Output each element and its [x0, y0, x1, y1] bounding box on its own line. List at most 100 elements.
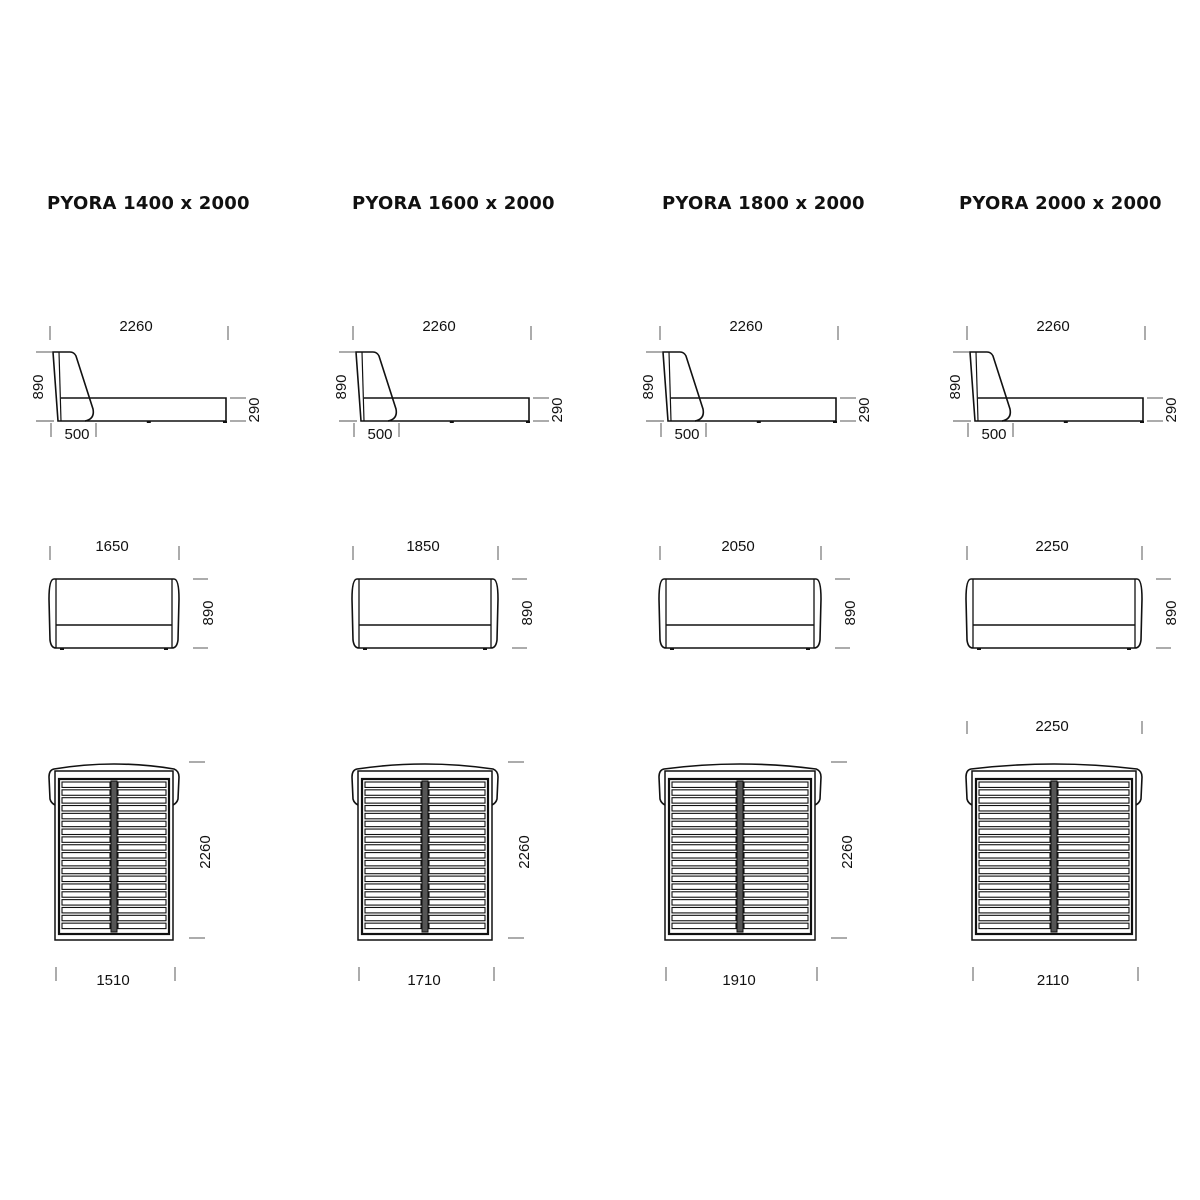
slat — [364, 906, 422, 914]
slat — [1057, 891, 1130, 898]
dimension-label: 2110 — [1037, 972, 1069, 989]
slat — [364, 781, 422, 788]
front-outline — [658, 578, 822, 649]
slat — [61, 781, 111, 788]
headboard-inner-line — [361, 351, 365, 422]
slat — [1057, 828, 1130, 836]
slat — [743, 804, 809, 812]
dimension-label: 890 — [947, 374, 964, 399]
dimension-label: 2250 — [1035, 718, 1068, 735]
dimension-label: 500 — [674, 426, 699, 443]
slat — [428, 789, 486, 796]
slat — [364, 914, 422, 922]
slat — [978, 804, 1051, 812]
slat — [428, 828, 486, 836]
slat — [671, 836, 737, 843]
slat — [117, 891, 167, 898]
dimension-label: 1510 — [96, 972, 129, 989]
slat — [978, 852, 1051, 859]
frame-outline — [671, 397, 837, 422]
slat — [364, 789, 422, 796]
slat — [61, 867, 111, 875]
foot — [363, 648, 367, 650]
model-title: PYORA 1400 x 2000 — [47, 193, 250, 214]
slat — [671, 804, 737, 812]
dimension-label: 500 — [64, 426, 89, 443]
slat — [1057, 867, 1130, 875]
slat — [61, 844, 111, 851]
slat — [364, 922, 422, 930]
slat — [61, 875, 111, 883]
slat — [978, 875, 1051, 883]
slat — [428, 859, 486, 867]
slat — [117, 859, 167, 867]
center-support-bar — [110, 780, 118, 933]
slat — [364, 804, 422, 812]
slat — [978, 789, 1051, 796]
slat — [117, 789, 167, 796]
slat — [117, 781, 167, 788]
dimension-label: 890 — [200, 600, 217, 625]
slat — [978, 836, 1051, 843]
slat — [61, 883, 111, 890]
slat — [1057, 906, 1130, 914]
dimension-label: 890 — [30, 374, 47, 399]
slat — [743, 852, 809, 859]
slat — [117, 852, 167, 859]
slat — [364, 852, 422, 859]
front-outline — [351, 578, 499, 649]
slat — [978, 883, 1051, 890]
slat — [364, 828, 422, 836]
dimension-label: 290 — [549, 397, 566, 422]
slat — [428, 906, 486, 914]
slat — [743, 922, 809, 930]
slat — [428, 891, 486, 898]
slat — [978, 812, 1051, 820]
slat — [117, 922, 167, 930]
slat — [1057, 812, 1130, 820]
slat — [743, 789, 809, 796]
model-title: PYORA 1600 x 2000 — [352, 193, 555, 214]
slat — [671, 797, 737, 804]
slat — [428, 781, 486, 788]
slat — [743, 844, 809, 851]
slat — [61, 836, 111, 843]
foot — [60, 648, 64, 650]
slat — [978, 906, 1051, 914]
slat — [671, 875, 737, 883]
slat — [978, 891, 1051, 898]
headboard-top — [351, 763, 499, 806]
slat — [978, 797, 1051, 804]
dimension-label: 2260 — [839, 835, 856, 868]
headboard-top — [965, 763, 1143, 806]
slat — [428, 797, 486, 804]
dimension-label: 2250 — [1035, 538, 1068, 555]
slat — [1057, 836, 1130, 843]
foot — [449, 421, 454, 423]
slat — [428, 875, 486, 883]
slat — [671, 867, 737, 875]
slat — [978, 914, 1051, 922]
dimension-label: 1650 — [95, 538, 128, 555]
slat — [978, 859, 1051, 867]
slat — [428, 820, 486, 828]
foot — [526, 421, 530, 423]
frame-outline — [364, 397, 530, 422]
front-view: 1650 890 — [48, 538, 217, 650]
center-support-bar — [421, 780, 429, 933]
front-outline — [965, 578, 1143, 649]
slat — [428, 836, 486, 843]
slat — [1057, 797, 1130, 804]
model-title: PYORA 1800 x 2000 — [662, 193, 865, 214]
slat — [117, 797, 167, 804]
slat — [1057, 922, 1130, 930]
dimension-label: 290 — [856, 397, 873, 422]
slat — [117, 906, 167, 914]
model-title: PYORA 2000 x 2000 — [959, 193, 1162, 214]
foot — [1063, 421, 1068, 423]
slat — [1057, 899, 1130, 906]
